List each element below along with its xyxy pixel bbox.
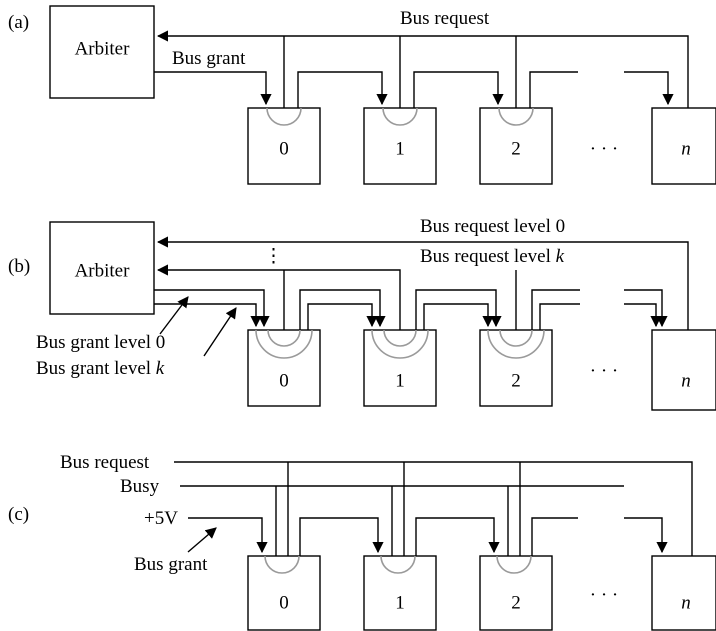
panel-c-device-1-label: 1 [395, 592, 405, 613]
panel-a-grant-to-0 [154, 71, 272, 106]
panel-b-device-0 [247, 329, 321, 407]
panel-c-plus5v-label: +5V [144, 508, 178, 529]
panel-a-grant-1-to-2 [413, 71, 504, 108]
panel-c-request-drops [287, 462, 521, 556]
panel-b-ellipsis: · · · [590, 360, 618, 381]
panel-a-device-2 [479, 107, 553, 185]
panel-b-arbiter-label: Arbiter [75, 260, 131, 281]
panel-c-bus-grant-pointer [187, 527, 217, 553]
panel-c-busy-drops [275, 486, 509, 556]
panel-a-grant-to-n [624, 71, 674, 106]
panel-b-grant-level-k-1-to-2 [423, 303, 494, 330]
panel-a-bus-request-line [156, 30, 689, 108]
panel-b-device-1 [363, 329, 437, 407]
panel-a-device-1 [363, 107, 437, 185]
panel-b-device-2-label: 2 [511, 370, 521, 391]
panel-c-device-2 [479, 555, 553, 631]
panel-b-device-1-connector-outer [371, 329, 429, 359]
panel-b-grant-level-0-to-n [624, 289, 668, 328]
panel-b-device-n-label: n [681, 370, 691, 391]
panel-b-grant-level-0-to-0 [154, 289, 270, 328]
panel-a-bus-request-label: Bus request [400, 8, 490, 29]
panel-c-bus-grant-label: Bus grant [134, 554, 208, 575]
panel-c-device-n-label: n [681, 592, 691, 613]
panel-b-request-level-0-line [156, 236, 689, 330]
panel-b-device-2 [479, 329, 553, 407]
panel-b-device-n [651, 329, 716, 411]
panel-b-grant-level-k-to-n [624, 303, 662, 328]
panel-c-ellipsis: · · · [590, 584, 618, 605]
panel-b-vdots: ⋮ [264, 246, 283, 267]
panel-b-device-0-label: 0 [279, 370, 289, 391]
panel-b-device-1-connector-inner [383, 329, 417, 347]
panel-c-grant-to-n [624, 517, 668, 554]
panel-b-device-2-connector-outer [487, 329, 545, 359]
panel-b-request-level-k-line [156, 264, 401, 330]
panel-b-label: (b) [8, 256, 30, 277]
panel-a-device-0 [247, 107, 321, 185]
panel-a-arbiter-box [49, 5, 155, 99]
panel-b: (b) Arbiter Bus request level 0 Bus requ… [8, 216, 716, 411]
panel-b-device-1-label: 1 [395, 370, 405, 391]
panel-a-request-drops [283, 36, 517, 108]
panel-a-label: (a) [8, 12, 29, 33]
panel-c-bus-request-line [174, 461, 693, 556]
panel-a-device-n [651, 107, 716, 185]
panel-c-device-0 [247, 555, 321, 631]
panel-b-bus-grant-level-k-label: Bus grant level k [36, 358, 165, 379]
panel-a-device-0-connector [266, 107, 302, 126]
panel-c: (c) Bus request Busy +5V Bus grant 0 1 2… [8, 452, 716, 631]
panel-c-device-1-connector [380, 555, 416, 574]
panel-b-bus-grant-level-0-label: Bus grant level 0 [36, 332, 165, 353]
panel-c-bus-request-label: Bus request [60, 452, 150, 473]
panel-a-device-0-label: 0 [279, 138, 289, 159]
panel-b-device-0-connector-outer [255, 329, 313, 359]
panel-c-label: (c) [8, 504, 29, 525]
panel-a-grant-0-to-1 [297, 71, 388, 108]
panel-a-bus-grant-label: Bus grant [172, 48, 246, 69]
panel-c-grant-1-to-2 [415, 517, 500, 556]
panel-b-grant-level-k-pointer [203, 307, 237, 357]
panel-b-device-2-connector-inner [499, 329, 533, 347]
panel-c-grant-0-to-1 [299, 517, 384, 556]
panel-b-grant-level-0-pointer [159, 296, 189, 335]
panel-c-device-2-connector [496, 555, 532, 574]
panel-a-device-n-label: n [681, 138, 691, 159]
panel-c-device-0-label: 0 [279, 592, 289, 613]
panel-b-arbiter-box [49, 221, 155, 315]
panel-b-grant-level-0-1-to-2 [415, 289, 502, 330]
panel-a: (a) Arbiter Bus request Bus grant 0 1 2 … [8, 5, 716, 185]
panel-b-grant-level-0-0-to-1 [299, 289, 386, 330]
panel-c-device-2-label: 2 [511, 592, 521, 613]
panel-c-device-n [651, 555, 716, 631]
panel-b-bus-request-level-k-label: Bus request level k [420, 246, 565, 267]
panel-b-grant-level-k-0-to-1 [307, 303, 378, 330]
panel-b-bus-request-level-0-label: Bus request level 0 [420, 216, 565, 237]
panel-b-device-0-connector-inner [267, 329, 301, 347]
panel-a-ellipsis: · · · [590, 138, 618, 159]
panel-c-grant-to-0 [188, 517, 268, 554]
panel-a-arbiter-label: Arbiter [75, 38, 131, 59]
panel-c-device-1 [363, 555, 437, 631]
panel-a-device-1-label: 1 [395, 138, 405, 159]
panel-b-grant-level-k-2-out [539, 303, 580, 330]
panel-c-grant-2-out [531, 517, 578, 556]
panel-a-device-2-connector [498, 107, 534, 126]
panel-a-device-2-label: 2 [511, 138, 521, 159]
panel-c-device-0-connector [264, 555, 300, 574]
panel-a-grant-2-out [529, 71, 578, 108]
panel-b-grant-level-0-2-out [531, 289, 580, 330]
panel-c-busy-label: Busy [120, 476, 160, 497]
panel-a-device-1-connector [382, 107, 418, 126]
